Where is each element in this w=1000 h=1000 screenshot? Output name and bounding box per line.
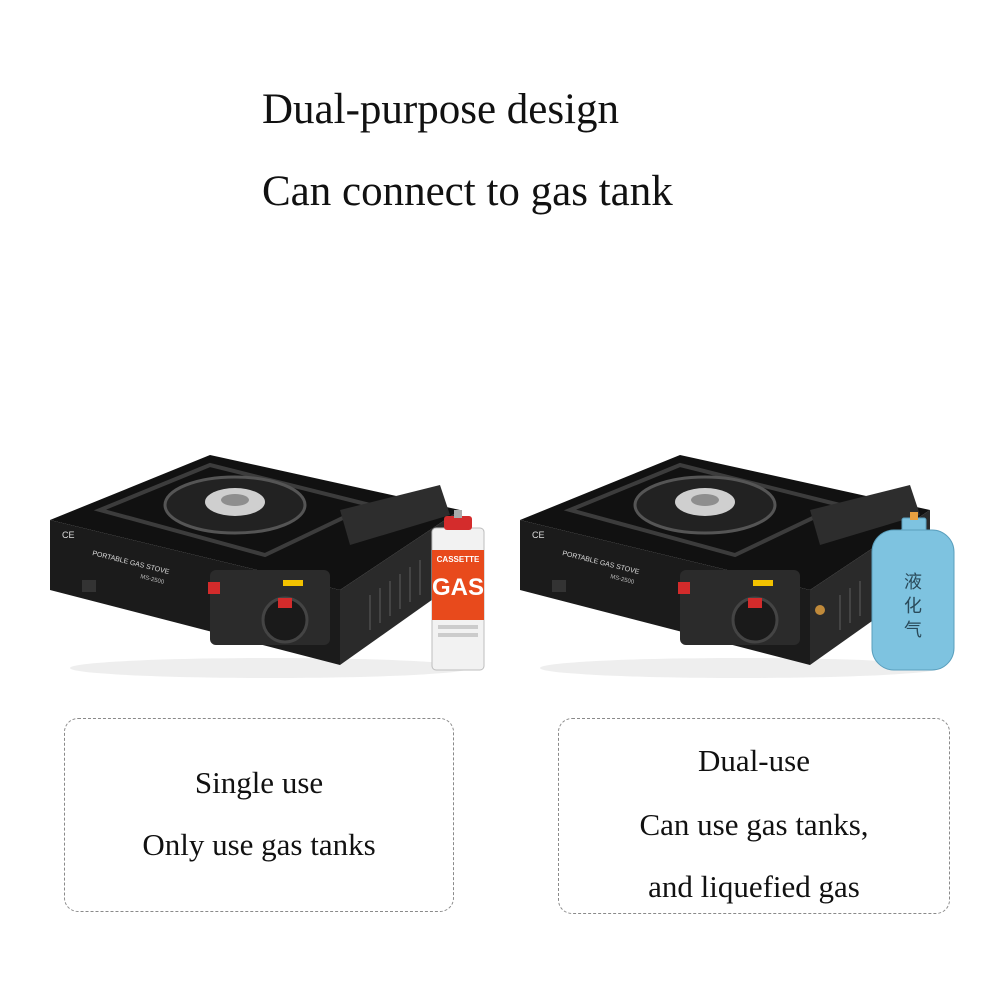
- single-use-box: Single use Only use gas tanks: [64, 718, 454, 912]
- canister-label-main: GAS: [432, 574, 484, 601]
- headline-line-2: Can connect to gas tank: [262, 168, 673, 215]
- single-use-title: Single use: [194, 765, 324, 800]
- lpg-label-char-2: 化: [904, 596, 922, 616]
- canister-label-top: CASSETTE: [437, 555, 480, 564]
- stove-illustration-2: CE PORTABLE GAS STOVE MS-2500 液 化 气: [520, 455, 955, 678]
- dual-use-box: Dual-use Can use gas tanks, and liquefie…: [558, 718, 950, 914]
- dual-use-title: Dual-use: [698, 743, 810, 778]
- stove-model-2: MS-2500: [610, 574, 636, 586]
- lpg-label-char-3: 气: [904, 620, 922, 640]
- stove-illustration: CE PORTABLE GAS STOVE MS-2500 CASSETTE G…: [50, 455, 485, 678]
- cassette-canister: CASSETTE GAS: [431, 510, 485, 671]
- lpg-label-char-1: 液: [904, 572, 922, 592]
- lpg-tank: 液 化 气: [871, 512, 955, 671]
- dual-use-description-2: and liquefied gas: [648, 869, 860, 904]
- stove-model: MS-2500: [140, 574, 166, 586]
- stove-with-lpg-tank-photo: CE PORTABLE GAS STOVE MS-2500 液 化 气: [510, 420, 980, 690]
- ce-mark: CE: [62, 530, 75, 540]
- stove-with-canister-photo: CE PORTABLE GAS STOVE MS-2500 CASSETTE G…: [40, 420, 500, 690]
- headline-line-1: Dual-purpose design: [262, 86, 620, 133]
- ce-mark-2: CE: [532, 530, 545, 540]
- dual-use-description-1: Can use gas tanks,: [639, 807, 869, 842]
- single-use-description: Only use gas tanks: [142, 827, 376, 862]
